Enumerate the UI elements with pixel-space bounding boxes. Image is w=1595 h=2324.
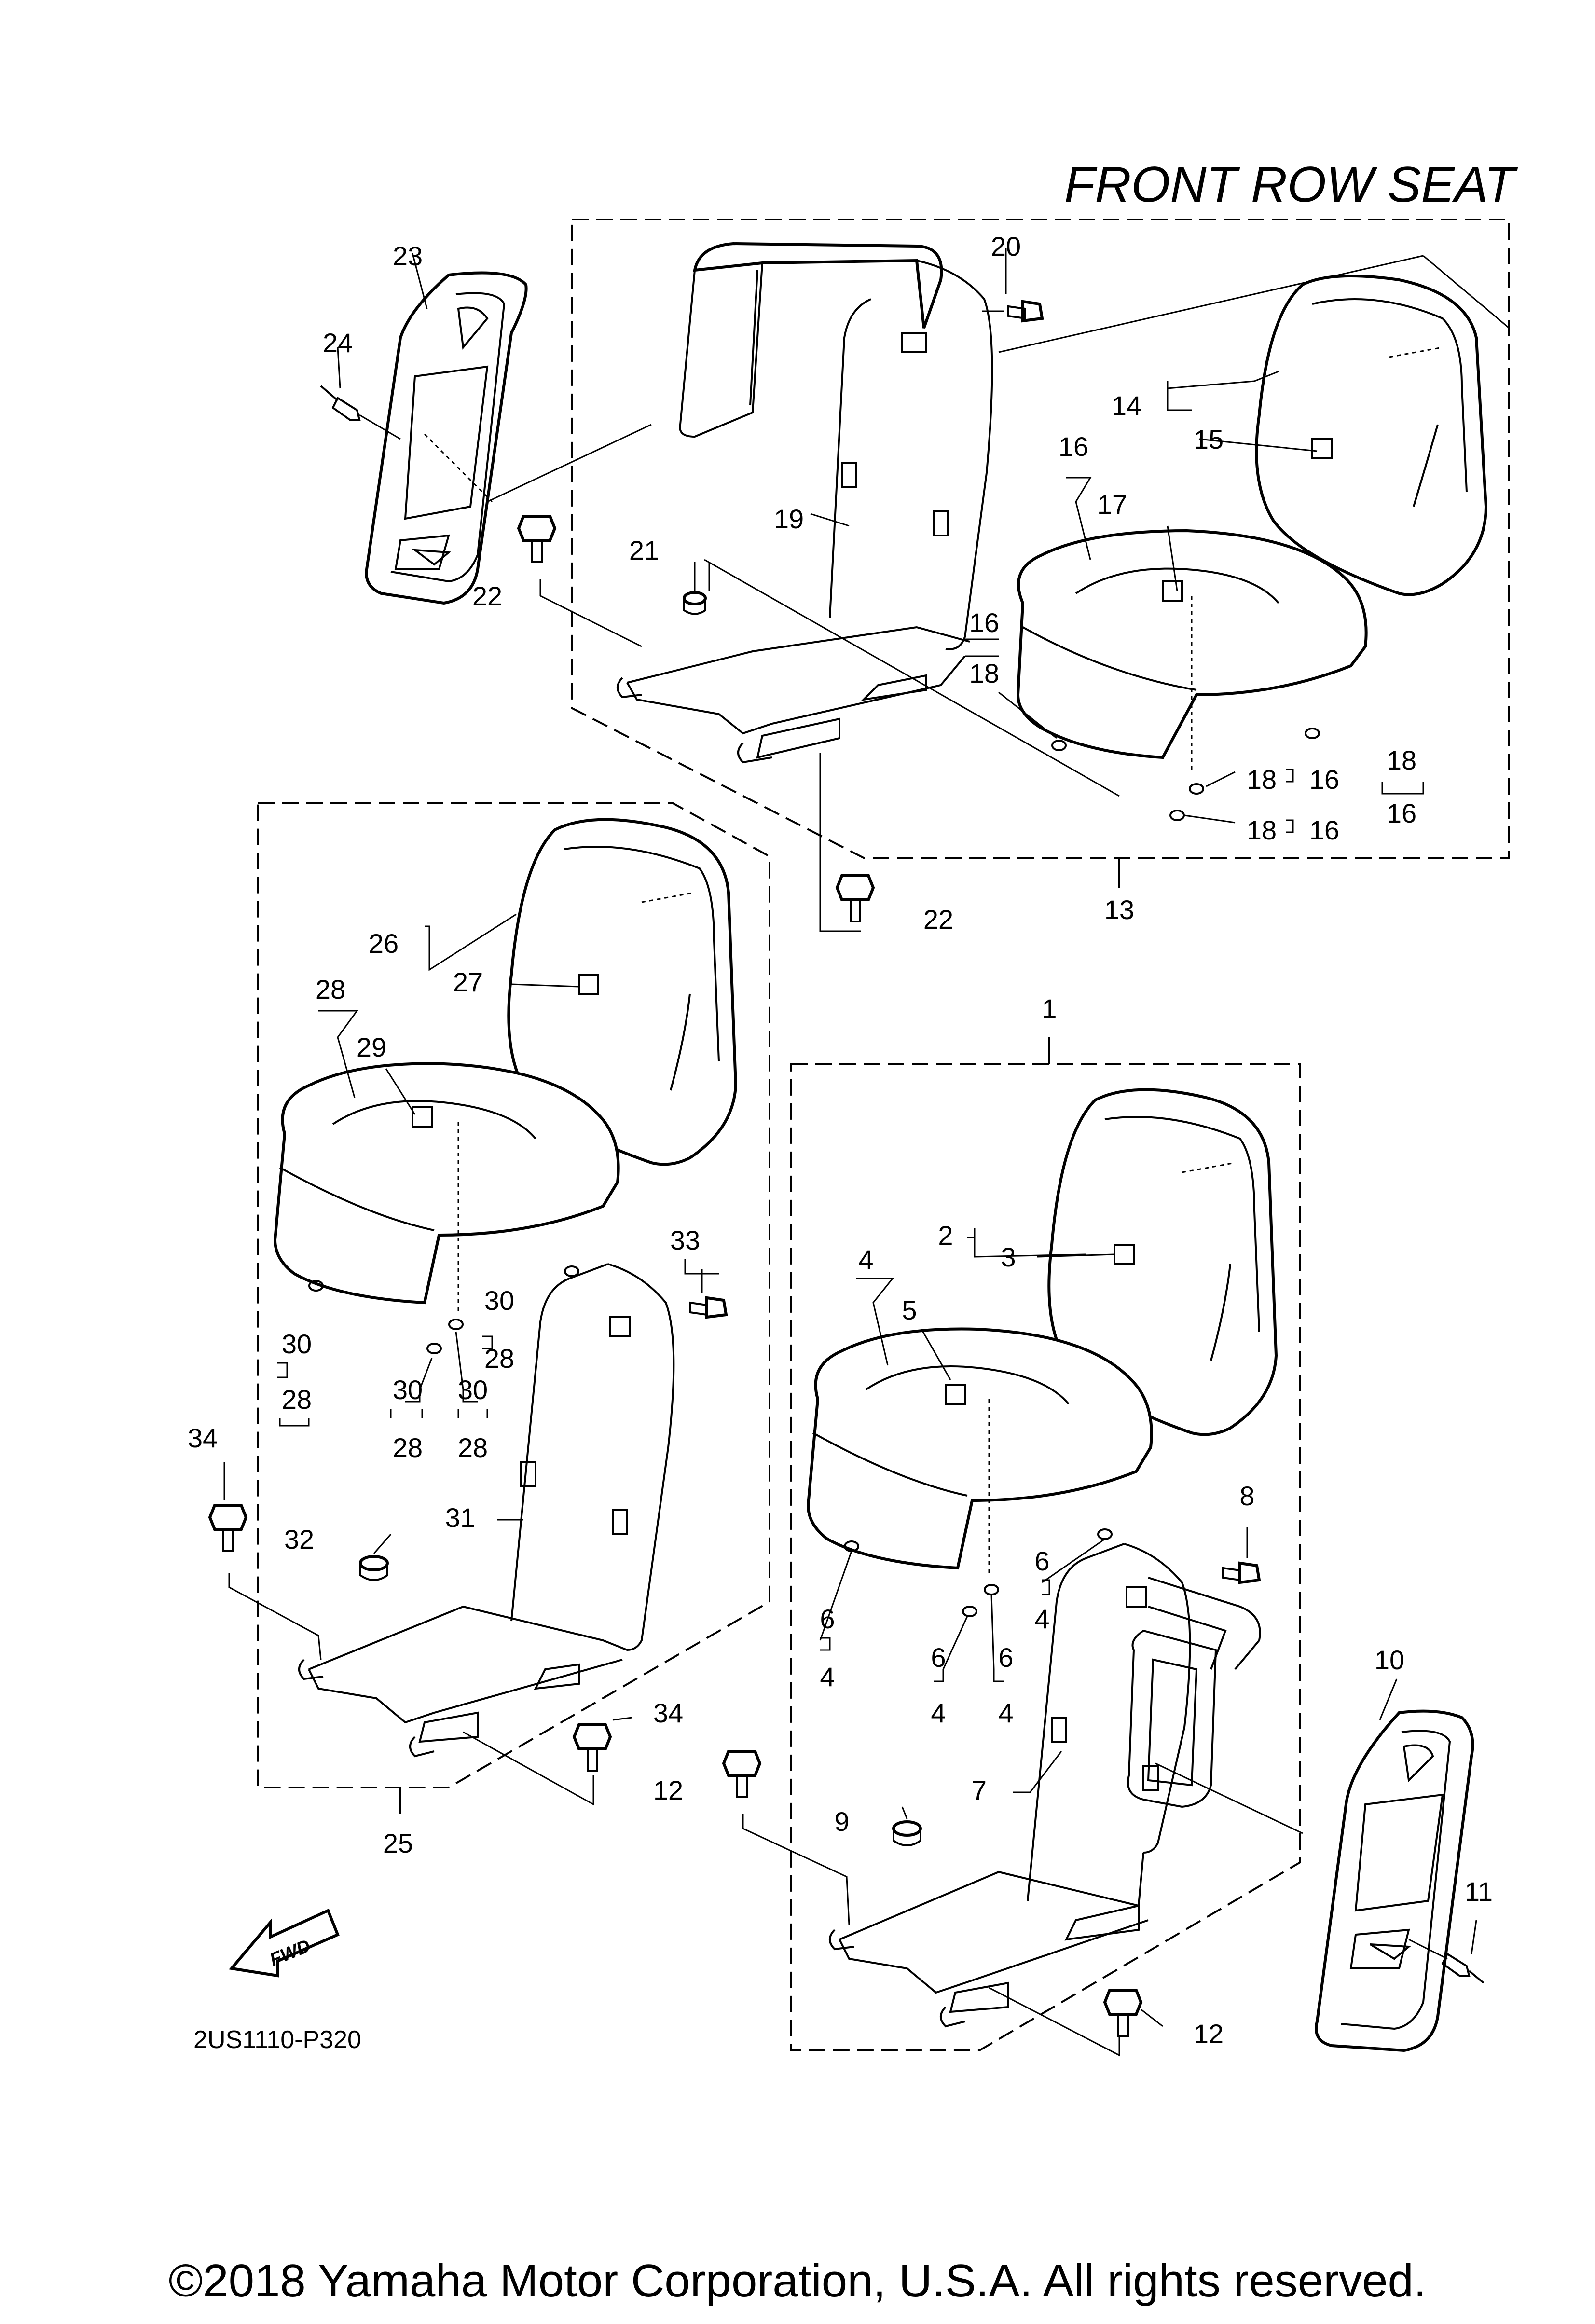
callout-12a: 12 [653,1775,683,1805]
callout-21: 21 [629,535,659,565]
callout-16c: 16 [1309,764,1339,795]
bolt-12-right [1103,1989,1143,2037]
callout-labels: 1 2 3 4 5 6 4 6 4 6 4 6 4 7 8 9 10 11 12… [188,231,1493,2049]
callout-34a: 34 [188,1423,218,1453]
callout-16b: 16 [969,607,999,638]
callout-19: 19 [774,504,804,534]
dampers-30 [308,1265,579,1354]
callout-28c: 28 [282,1384,312,1415]
callout-18a: 18 [969,658,999,688]
callout-15: 15 [1194,424,1224,454]
callout-22b: 22 [923,904,953,935]
dampers-18 [1051,728,1320,821]
bolt-8 [1222,1561,1261,1584]
callout-11: 11 [1465,1876,1493,1907]
callout-4e: 4 [998,1698,1013,1728]
diagram-code: 2US1110-P320 [193,2026,361,2054]
screw-11 [1408,1920,1485,1984]
callout-30c: 30 [393,1375,423,1405]
bolt-33 [689,1296,728,1319]
grommet-32 [359,1555,389,1581]
callout-33: 33 [670,1225,700,1255]
callout-6b: 6 [820,1604,835,1634]
side-panel-23 [365,271,528,605]
callout-6d: 6 [998,1642,1013,1673]
seat-back-26 [507,818,738,1166]
callout-4c: 4 [820,1662,835,1692]
callout-16e: 16 [1387,798,1416,828]
bolt-34-right [572,1723,612,1772]
copyright-text: ©2018 Yamaha Motor Corporation, U.S.A. A… [168,2255,1426,2307]
grommet-9 [892,1820,922,1846]
side-panel-10 [1315,1709,1474,2052]
callout-17: 17 [1097,489,1127,520]
callout-8: 8 [1239,1481,1254,1511]
callout-16d: 16 [1309,815,1339,845]
callout-10: 10 [1375,1645,1404,1675]
callout-4b: 4 [1034,1604,1049,1634]
assembly-25-boundary [257,802,770,1788]
assembly-25-group [208,802,770,1814]
callout-28a: 28 [316,974,345,1004]
seat-frame-7 [829,1543,1261,2028]
callout-28e: 28 [458,1432,488,1463]
fwd-arrow-icon: FWD [229,1908,340,1978]
assembly-13-boundary [571,219,1510,859]
callout-13: 13 [1104,894,1134,925]
seat-back-2 [1047,1088,1278,1436]
callout-2: 2 [938,1220,953,1251]
callout-4a: 4 [858,1244,873,1275]
assembly-1-group [722,1037,1303,2057]
diagram-title: FRONT ROW SEAT [1064,157,1518,213]
callout-32: 32 [284,1524,314,1554]
seat-cushion-28 [273,1062,620,1312]
assembly-13-group [487,219,1510,932]
callout-14: 14 [1112,390,1141,421]
seat-cushion-16 [1016,529,1368,772]
callout-6c: 6 [931,1642,946,1673]
callout-25: 25 [383,1828,413,1858]
bolt-34-left [208,1504,248,1552]
callout-3: 3 [1001,1242,1016,1272]
callout-4d: 4 [931,1698,946,1728]
callout-31: 31 [445,1502,475,1533]
callout-34b: 34 [653,1698,683,1728]
callout-22a: 22 [472,581,502,611]
callout-18b: 18 [1247,764,1277,795]
callout-30d: 30 [458,1375,488,1405]
seat-back-14 [1255,275,1488,596]
callout-28d: 28 [393,1432,423,1463]
callout-30b: 30 [282,1329,312,1359]
callout-18d: 18 [1387,745,1416,775]
callout-12b: 12 [1194,2019,1224,2049]
screw-24 [320,347,401,440]
callout-23: 23 [393,241,423,271]
callout-27: 27 [453,967,483,997]
seat-frame-31 [298,1263,675,1758]
bolt-22-upper [517,515,557,563]
bolt-12-left [722,1750,762,1798]
callout-1: 1 [1042,993,1057,1024]
callout-6a: 6 [1034,1546,1049,1576]
callout-7: 7 [972,1775,987,1805]
callout-9: 9 [834,1806,849,1837]
seat-frame-19 [617,242,993,764]
grommet-21 [683,591,707,615]
bolt-20 [1007,300,1044,323]
assembly-1-boundary [790,1063,1301,2051]
callout-30a: 30 [484,1285,514,1316]
callout-5: 5 [902,1295,917,1325]
callout-18c: 18 [1247,815,1277,845]
callout-28b: 28 [484,1343,514,1374]
callout-20: 20 [991,231,1021,261]
callout-26: 26 [369,928,399,959]
callout-16a: 16 [1059,431,1088,462]
callout-29: 29 [357,1032,386,1062]
bolt-22-lower [835,874,875,922]
seat-cushion-4 [806,1327,1153,1573]
callout-24: 24 [323,328,353,358]
